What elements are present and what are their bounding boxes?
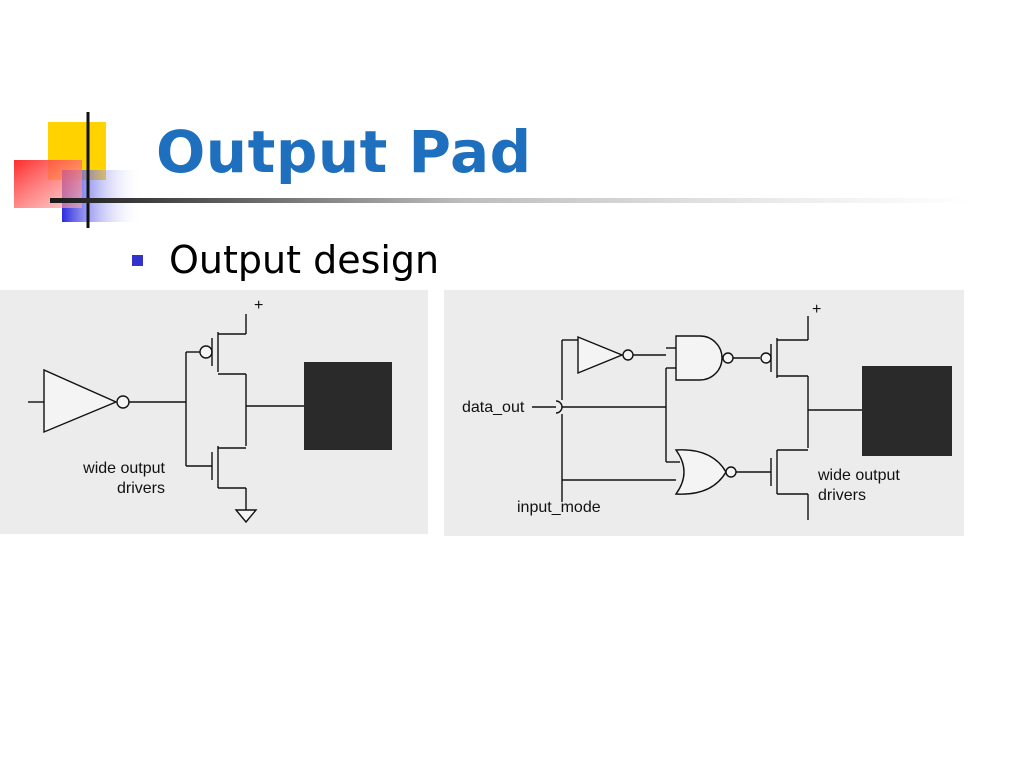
supply-plus-label: + <box>812 301 821 318</box>
output-pad-block <box>862 366 952 456</box>
data-out-label: data_out <box>462 399 525 416</box>
right-output-driver-diagram: + data_out input_mode wide output driver… <box>444 290 964 536</box>
inverter-symbol <box>577 335 624 375</box>
decorative-corner-graphic <box>0 0 150 240</box>
nor-gate-symbol <box>674 449 727 495</box>
output-pad-block <box>304 362 392 450</box>
driver-label-line1: wide output <box>817 467 900 484</box>
bullet-square-icon <box>132 254 143 266</box>
bullet-item: Output design <box>132 238 439 282</box>
supply-plus-label: + <box>254 297 263 314</box>
ground-icon <box>234 509 258 524</box>
title-underline <box>50 198 970 203</box>
driver-label-line2: drivers <box>818 487 866 504</box>
nand-gate-symbol <box>675 335 723 381</box>
left-output-driver-diagram: + wide output drivers <box>0 290 428 534</box>
bullet-text: Output design <box>169 238 440 282</box>
driver-label-line1: wide output <box>82 460 165 477</box>
pmos-gate-bubble <box>199 345 213 359</box>
slide-title: Output Pad <box>156 118 532 186</box>
inverter-symbol <box>43 368 118 434</box>
driver-label-line2: drivers <box>117 480 165 497</box>
input-mode-label: input_mode <box>517 499 601 516</box>
